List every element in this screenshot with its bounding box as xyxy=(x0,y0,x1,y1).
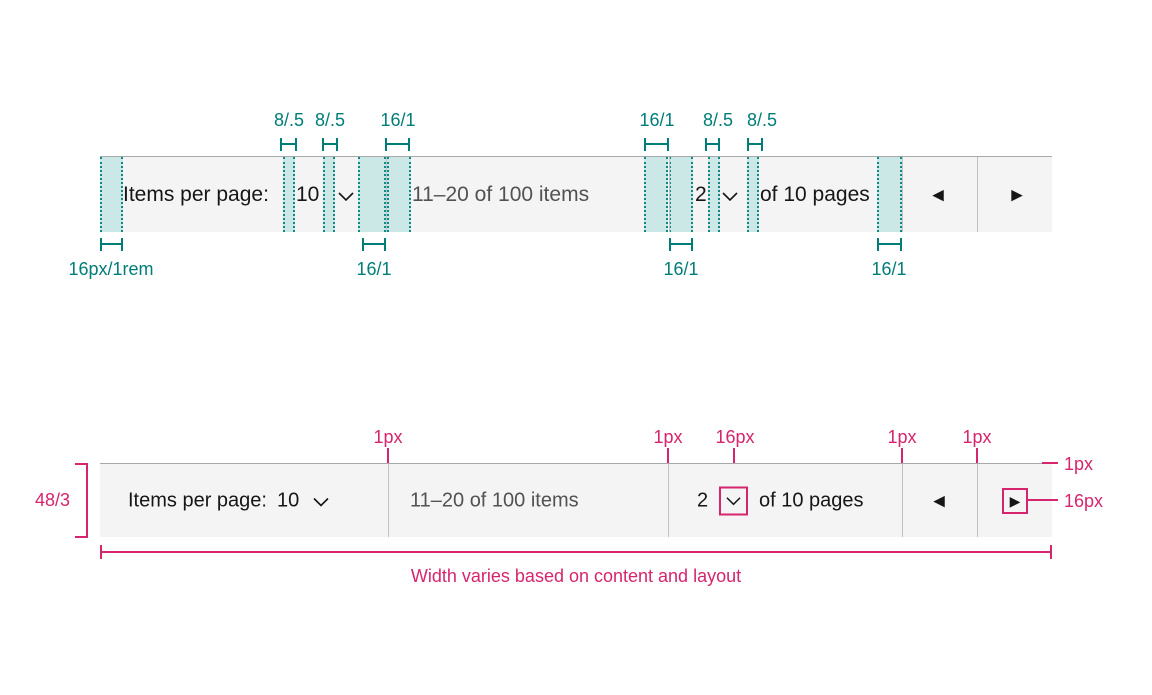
pagination-bar-annotated: Items per page: 10 11–20 of 100 items 2 … xyxy=(100,156,1052,232)
spacing-label: 8/.5 xyxy=(273,110,305,130)
icon-size-label: 16px xyxy=(1064,491,1104,511)
bar-height-label: 48/3 xyxy=(34,490,70,510)
spacing-label: 16/1 xyxy=(356,259,392,279)
spacing-highlight xyxy=(708,157,720,232)
current-page-value[interactable]: 2 xyxy=(695,182,707,206)
spacing-highlight xyxy=(283,157,295,232)
annotation-dash xyxy=(1028,499,1058,501)
spacing-highlight xyxy=(747,157,759,232)
divider-width-label: 1px xyxy=(373,427,403,447)
annotation-tick xyxy=(901,448,903,470)
spacing-highlight xyxy=(669,157,693,232)
measure-bracket xyxy=(322,138,338,151)
spacing-highlight xyxy=(323,157,335,232)
measure-bracket xyxy=(877,238,902,251)
annotation-tick xyxy=(667,448,669,470)
section-divider xyxy=(669,157,670,232)
section-divider xyxy=(386,157,387,232)
section-divider xyxy=(388,464,389,537)
next-icon-box[interactable]: ▶ xyxy=(1002,487,1028,514)
item-range-text: 11–20 of 100 items xyxy=(410,489,579,511)
spacing-label: 16/1 xyxy=(663,259,699,279)
measure-bracket xyxy=(280,138,297,151)
measure-bracket xyxy=(644,138,669,151)
of-pages-text: of 10 pages xyxy=(760,182,870,206)
section-divider xyxy=(977,464,978,537)
spacing-label: 16/1 xyxy=(639,110,675,130)
icon-size-label: 16px xyxy=(715,427,755,447)
annotation-tick xyxy=(387,448,389,470)
annotation-dash xyxy=(1042,462,1058,464)
height-bracket xyxy=(75,463,88,538)
measure-bracket xyxy=(100,238,123,251)
divider-width-label: 1px xyxy=(653,427,683,447)
items-per-page-label: Items per page: xyxy=(123,182,269,206)
previous-page-icon[interactable]: ◀ xyxy=(932,186,944,203)
spacing-label: 16/1 xyxy=(380,110,416,130)
width-caption: Width varies based on content and layout xyxy=(410,566,742,586)
chevron-down-icon xyxy=(726,496,741,505)
annotation-tick xyxy=(976,448,978,470)
chevron-down-icon[interactable] xyxy=(722,183,738,207)
chevron-down-icon[interactable] xyxy=(313,489,329,512)
spacing-highlight xyxy=(358,157,386,232)
of-pages-text: of 10 pages xyxy=(759,489,864,511)
spacing-label: 8/.5 xyxy=(314,110,346,130)
measure-bracket xyxy=(747,138,763,151)
items-per-page-label: Items per page: xyxy=(128,489,267,511)
page-size-value[interactable]: 10 xyxy=(277,489,300,511)
spacing-label: 16px/1rem xyxy=(68,259,154,279)
spacing-highlight xyxy=(644,157,668,232)
page-select-chevron-box[interactable] xyxy=(719,486,748,515)
border-width-label: 1px xyxy=(1064,454,1094,474)
next-page-icon[interactable]: ▶ xyxy=(1011,186,1023,203)
spacing-label: 8/.5 xyxy=(746,110,778,130)
section-divider xyxy=(977,157,978,232)
spacing-highlight xyxy=(877,157,902,232)
spacing-highlight xyxy=(100,157,123,232)
spacing-label: 8/.5 xyxy=(702,110,734,130)
current-page-value[interactable]: 2 xyxy=(697,489,709,511)
measure-bracket xyxy=(385,138,410,151)
section-divider xyxy=(902,464,903,537)
chevron-down-icon[interactable] xyxy=(338,183,354,207)
width-dimension-line xyxy=(100,545,1052,559)
spacing-highlight xyxy=(387,157,411,232)
divider-width-label: 1px xyxy=(887,427,917,447)
divider-width-label: 1px xyxy=(962,427,992,447)
section-divider xyxy=(902,157,903,232)
page-size-value[interactable]: 10 xyxy=(296,182,320,206)
section-divider xyxy=(668,464,669,537)
spacing-label: 16/1 xyxy=(871,259,907,279)
measure-bracket xyxy=(669,238,693,251)
measure-bracket xyxy=(362,238,386,251)
item-range-text: 11–20 of 100 items xyxy=(412,182,590,206)
measure-bracket xyxy=(705,138,720,151)
previous-page-icon[interactable]: ◀ xyxy=(933,492,945,509)
next-page-icon: ▶ xyxy=(1009,492,1021,509)
pagination-bar-spec: Items per page: 10 11–20 of 100 items 2 … xyxy=(100,463,1052,537)
